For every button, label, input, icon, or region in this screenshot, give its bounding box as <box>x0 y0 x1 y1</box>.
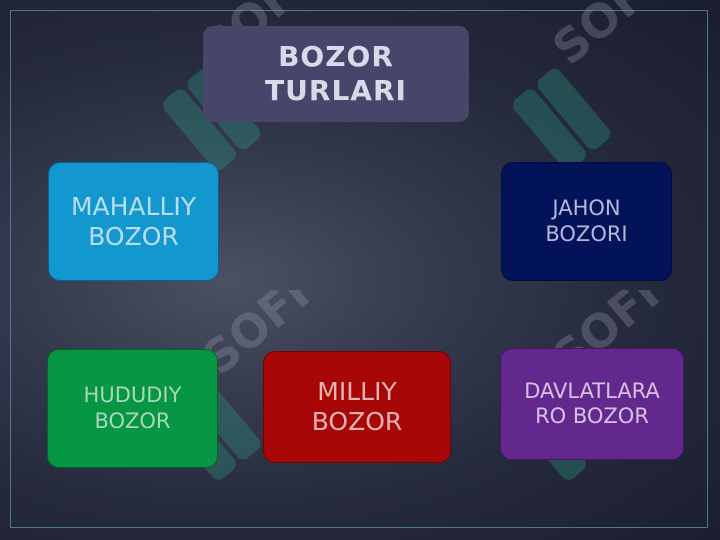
box-mahalliy-bozor: MAHALLIY BOZOR <box>48 162 219 281</box>
box-label-line1: MILLIY <box>317 377 397 406</box>
svg-text:SOFF: SOFF <box>542 0 660 75</box>
watermark: SOFF <box>440 0 660 200</box>
diagram-title-line2: TURLARI <box>265 74 407 107</box>
box-label-line2: RO BOZOR <box>535 404 649 428</box>
box-davlatlararo-bozor: DAVLATLARA RO BOZOR <box>500 348 684 460</box>
box-label-line2: BOZOR <box>88 221 179 251</box>
slide-frame <box>10 10 708 528</box>
diagram-title-line1: BOZOR <box>278 40 394 74</box>
box-milliy-bozor: MILLIY BOZOR <box>263 351 451 463</box>
box-jahon-bozori: JAHON BOZORI <box>501 162 672 281</box>
box-label-line2: BOZOR <box>311 407 403 436</box>
diagram-title: BOZOR TURLARI <box>203 26 469 122</box>
soff-logo-icon <box>162 89 236 170</box>
box-label-line1: HUDUDIY <box>83 383 182 408</box>
box-label-line1: MAHALLIY <box>70 191 197 221</box>
box-label-line1: JAHON <box>552 196 621 221</box>
soff-logo-icon <box>512 89 586 170</box>
box-label-line2: BOZOR <box>94 408 171 433</box>
box-hududiy-bozor: HUDUDIY BOZOR <box>47 349 218 468</box>
box-label-line2: BOZORI <box>545 221 628 246</box>
box-label-line1: DAVLATLARA <box>524 378 660 403</box>
